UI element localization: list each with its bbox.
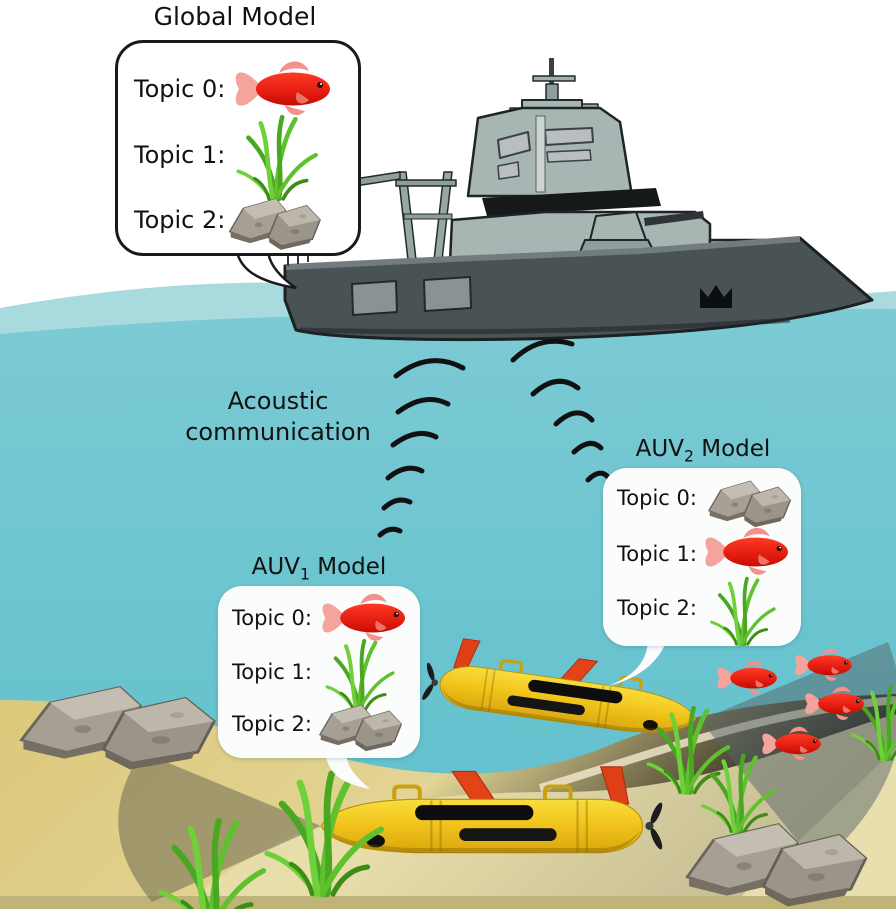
seagrass-icon bbox=[709, 576, 776, 646]
seagrass-icon bbox=[230, 109, 322, 201]
topic-label: Topic 0: bbox=[232, 606, 312, 630]
ship-hull-emblem bbox=[700, 285, 732, 308]
sand-bottom-strip bbox=[0, 896, 896, 909]
topic-label: Topic 1: bbox=[617, 542, 697, 566]
ship bbox=[283, 58, 874, 342]
topic-label: Topic 2: bbox=[134, 206, 226, 234]
topic-label: Topic 0: bbox=[134, 75, 226, 103]
acoustic-waves-left bbox=[377, 358, 466, 538]
ship-hull bbox=[283, 236, 874, 342]
topic-label: Topic 0: bbox=[617, 486, 697, 510]
rocks-icon bbox=[708, 480, 791, 528]
auv2-model-bubble: Topic 0: Topic 1: Topic 2: bbox=[603, 468, 801, 646]
global-model-bubble: Topic 0: Topic 1: Topic 2: bbox=[115, 40, 361, 256]
auv1-model-bubble: Topic 0: Topic 1: Topic 2: bbox=[218, 586, 420, 758]
global-model-title: Global Model bbox=[153, 2, 317, 31]
topic-label: Topic 1: bbox=[134, 141, 226, 169]
rocks-icon bbox=[319, 704, 402, 752]
auv2-model-title: AUV2 Model bbox=[635, 436, 771, 466]
acoustic-waves-right bbox=[510, 338, 611, 483]
topic-label: Topic 1: bbox=[232, 660, 312, 684]
topic-label: Topic 2: bbox=[232, 712, 312, 736]
topic-label: Topic 2: bbox=[617, 596, 697, 620]
auv1-model-title: AUV1 Model bbox=[251, 554, 387, 584]
ship-black-stripe bbox=[482, 188, 661, 216]
acoustic-communication-label: Acoustic communication bbox=[185, 387, 371, 446]
auv1-bubble-tail bbox=[325, 754, 370, 789]
ship-gun-turret bbox=[589, 211, 647, 241]
rocks-icon bbox=[228, 198, 321, 251]
auv2-bubble-tail bbox=[608, 642, 666, 686]
